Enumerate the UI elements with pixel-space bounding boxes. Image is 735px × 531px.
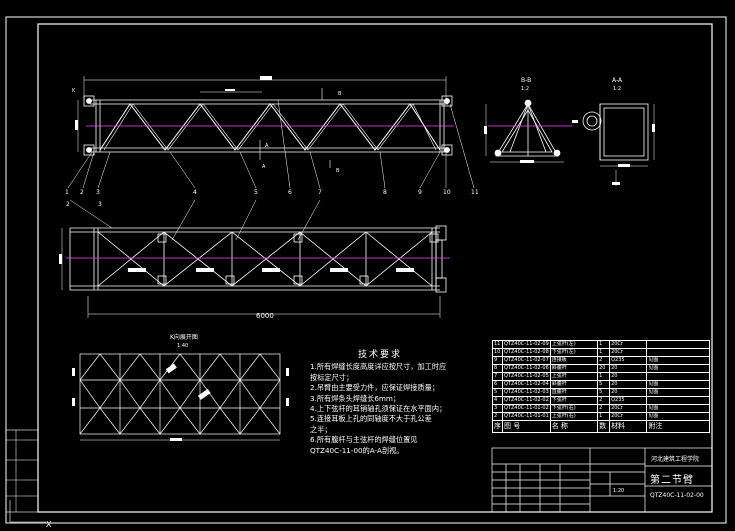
section-aa-label: A-A	[612, 77, 623, 84]
title-block-drawing-name: 第二节臂	[650, 475, 694, 486]
leader-10: 10	[443, 189, 451, 196]
svg-text:A: A	[262, 164, 266, 170]
title-block-org: 河北建筑工程学院	[651, 456, 700, 463]
leader-lower-2: 2	[66, 201, 70, 208]
leader-numbers-upper: 1 2 3 4 5 6 7 8 9 10 11	[65, 189, 479, 196]
bom-header: 序图 号名 称数材料附注	[492, 420, 710, 433]
title-block-frame	[491, 447, 713, 513]
note-line: 4.上下弦杆的耳销轴孔须保证在水平面内；	[310, 404, 447, 414]
section-bb-label: B-B	[521, 77, 531, 84]
note-line: 5.连接耳板上孔的同轴度不大于孔公差	[310, 414, 432, 424]
title-block-drawing-code: QTZ40C-11-02-00	[650, 492, 704, 499]
elevation-view	[75, 76, 453, 168]
leader-5: 5	[254, 189, 258, 196]
leader-8: 8	[383, 189, 387, 196]
k-view-title: K向展开图	[170, 333, 198, 341]
section-aa	[572, 103, 655, 186]
k-view	[72, 353, 289, 441]
leader-11: 11	[471, 189, 479, 196]
section-bb	[484, 99, 564, 163]
leader-4: 4	[193, 189, 197, 196]
plan-view	[59, 225, 447, 318]
svg-text:B: B	[336, 168, 340, 174]
note-line: 3.所有焊条头焊缝长6mm；	[310, 393, 401, 403]
section-bb-scale: 1:2	[521, 86, 529, 92]
svg-text:B: B	[338, 91, 342, 97]
leader-9: 9	[418, 189, 422, 196]
note-line: QTZ40C-11-00的A-A剖视。	[310, 445, 404, 455]
section-aa-scale: 1:2	[613, 86, 621, 92]
binding-strip	[5, 429, 39, 513]
technical-requirements: 技术要求 1.所有焊缝长度高度详应按尺寸，加工时应 按标定尺寸； 2.吊臂由主要…	[310, 350, 495, 456]
frame-border	[37, 23, 713, 513]
leader-6: 6	[288, 189, 292, 196]
svg-text:X: X	[46, 520, 52, 529]
notes-title: 技术要求	[358, 350, 403, 360]
k-view-scale: 1:40	[177, 343, 188, 349]
sheet-border	[5, 16, 727, 524]
note-line: 之半；	[310, 424, 332, 434]
note-line: 按标定尺寸；	[310, 372, 354, 382]
dimension-6000: 6000	[256, 312, 274, 320]
leader-7: 7	[318, 189, 322, 196]
title-block-scale: 1:20	[613, 488, 625, 494]
svg-text:A: A	[265, 143, 269, 149]
leader-lower-3: 3	[98, 201, 102, 208]
note-line: 6.所有腹杆与主弦杆的焊缝位置见	[310, 435, 418, 445]
leader-3: 3	[96, 189, 100, 196]
leader-2: 2	[80, 189, 84, 196]
note-line: 2.吊臂由主要受力件，应保证焊接质量；	[310, 383, 440, 393]
note-line: 1.所有焊缝长度高度详应按尺寸，加工时应	[310, 362, 447, 372]
leaders-lower	[69, 199, 321, 241]
svg-text:K: K	[72, 88, 76, 94]
leader-1: 1	[65, 189, 69, 196]
leaders-upper	[67, 99, 475, 189]
